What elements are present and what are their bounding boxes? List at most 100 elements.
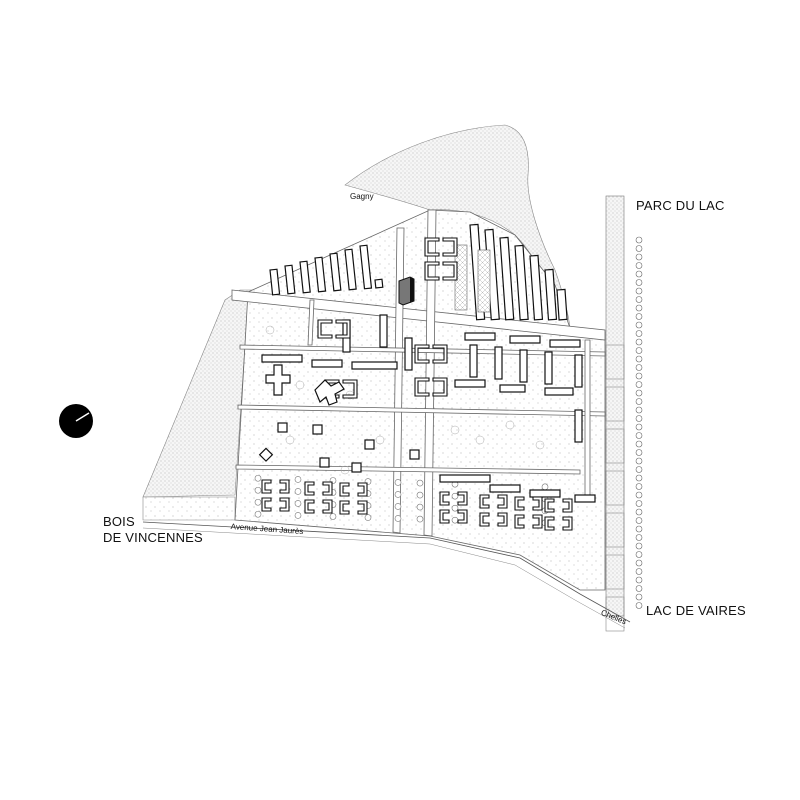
tree <box>451 516 459 524</box>
tower-face <box>410 277 414 303</box>
avenue-edge <box>142 527 626 629</box>
tree <box>294 488 302 495</box>
tree <box>635 423 643 431</box>
building-bar <box>529 489 561 498</box>
building-c-shape <box>304 499 315 514</box>
building-c-shape <box>497 512 508 527</box>
parc-strip-plot <box>605 344 625 380</box>
label-gagny: Gagny <box>350 192 374 201</box>
tree <box>450 425 460 435</box>
tree <box>635 253 643 261</box>
building-u-shape <box>317 319 333 339</box>
building-vertical-bar <box>519 349 528 383</box>
building-u-shape <box>414 377 430 397</box>
tree <box>635 330 643 337</box>
roads <box>231 209 606 537</box>
tree <box>635 296 643 303</box>
building-c-shape <box>514 496 525 511</box>
label-parc-du-lac: PARC DU LAC <box>636 198 725 213</box>
building-vertical-bar <box>379 314 388 348</box>
tree <box>416 503 424 511</box>
tree <box>635 279 643 286</box>
building-slab <box>329 252 342 292</box>
road-row-2 <box>237 404 606 417</box>
tree <box>505 420 515 430</box>
tree <box>635 270 643 278</box>
tree <box>635 440 643 448</box>
tree <box>635 559 643 567</box>
building-c-shape <box>261 479 272 494</box>
parc-du-lac-strip <box>605 195 625 617</box>
building-slab <box>269 268 281 296</box>
tree <box>254 474 262 482</box>
road-north-south-main <box>423 209 437 537</box>
tree <box>635 517 643 524</box>
tree <box>394 479 402 486</box>
building-slab <box>299 260 311 294</box>
building-vertical-bar <box>574 354 583 388</box>
label-lac-de-vaires: LAC DE VAIRES <box>646 603 746 618</box>
tree <box>340 465 350 475</box>
building-bar <box>544 387 574 396</box>
building-slab <box>544 268 558 321</box>
building-bar <box>261 354 303 363</box>
building-c-shape <box>479 494 490 509</box>
building-c-shape <box>562 516 573 531</box>
tree <box>635 602 643 609</box>
tree <box>451 492 459 500</box>
building-slab <box>314 256 327 293</box>
tree <box>635 355 643 363</box>
building-c-shape <box>339 500 350 515</box>
building-c-shape <box>322 481 333 496</box>
building-diamond <box>258 447 274 462</box>
tree <box>535 440 545 450</box>
tree <box>635 338 643 346</box>
building-bar <box>454 379 486 388</box>
trees <box>254 236 643 609</box>
tree <box>635 491 643 499</box>
tree <box>635 372 643 380</box>
tree <box>635 593 643 601</box>
building-bar <box>499 384 526 393</box>
building-c-shape <box>339 482 350 497</box>
building-bar <box>489 484 521 493</box>
building-slab <box>529 254 544 321</box>
building-bar <box>311 359 343 368</box>
building-slab <box>374 278 384 289</box>
tree <box>451 504 459 512</box>
building-c-shape <box>514 514 525 529</box>
tree <box>635 245 643 252</box>
building-u-shape <box>335 319 351 339</box>
building-c-shape <box>544 498 555 513</box>
building-c-shape <box>261 497 272 512</box>
tree <box>635 508 643 516</box>
building-c-shape <box>479 512 490 527</box>
tree <box>635 321 643 329</box>
building-u-shape <box>442 261 458 281</box>
building-vertical-bar <box>544 351 553 385</box>
avenue-jean-jaures-road <box>142 521 631 623</box>
blocks <box>605 344 625 632</box>
tree <box>635 406 643 414</box>
buildings <box>258 223 596 531</box>
building-u-shape <box>342 379 358 399</box>
tree <box>416 479 424 487</box>
building-vertical-bar <box>469 344 478 378</box>
tree <box>394 503 402 510</box>
tree <box>416 491 424 499</box>
building-u-shape <box>424 261 440 281</box>
building-slab <box>556 288 568 321</box>
building-slab <box>499 236 515 321</box>
building-square <box>364 439 375 450</box>
building-c-shape <box>544 516 555 531</box>
tree <box>635 364 643 371</box>
road-row-1 <box>239 344 606 357</box>
building-square <box>312 424 323 435</box>
tree <box>635 398 643 405</box>
tree <box>635 432 643 439</box>
tree <box>295 380 305 390</box>
tree <box>635 542 643 550</box>
tree <box>635 287 643 295</box>
tree <box>285 435 295 445</box>
building-slab <box>344 248 357 291</box>
